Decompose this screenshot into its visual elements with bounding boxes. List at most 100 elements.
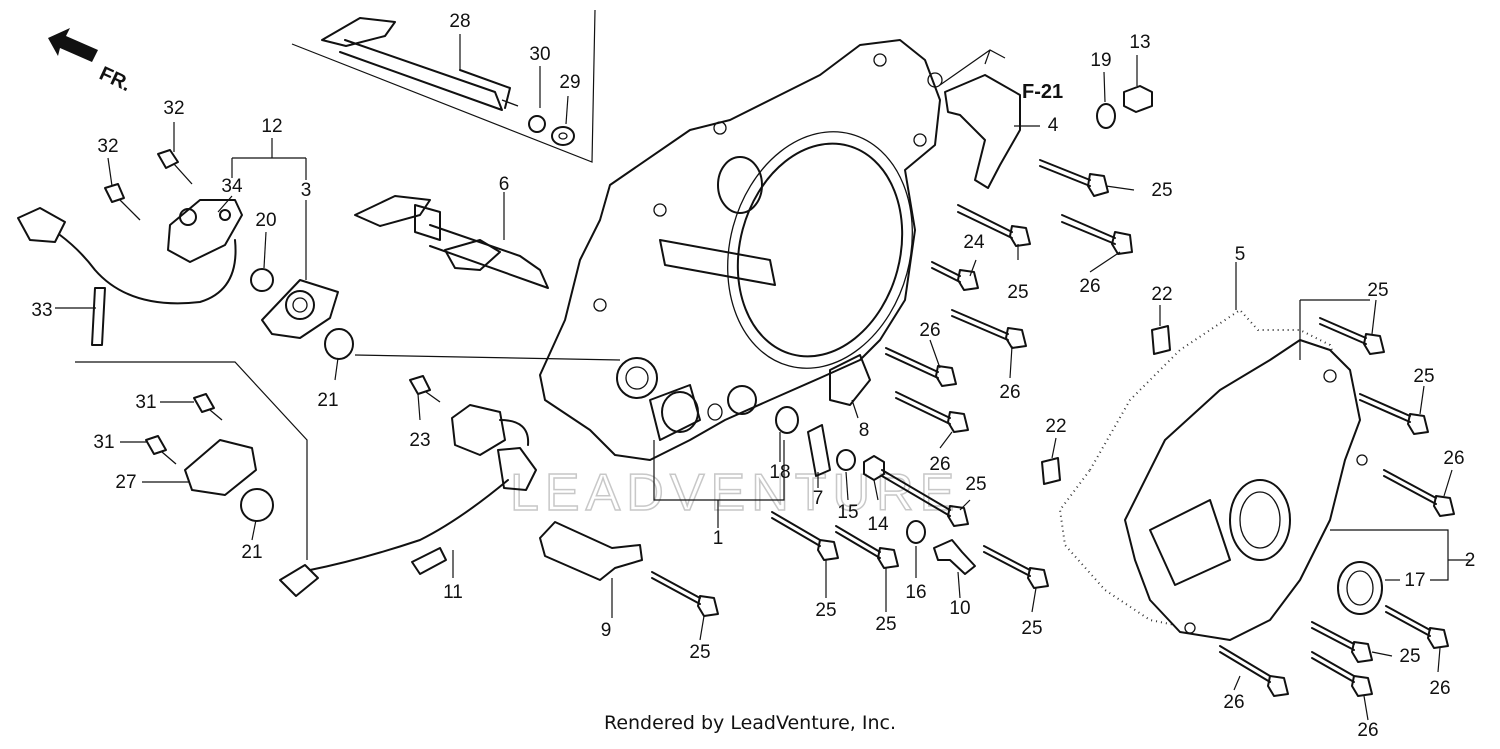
clip-7 — [807, 424, 831, 477]
callout-30: 30 — [529, 44, 550, 65]
sensor-holder — [261, 279, 339, 339]
dowel-9 — [539, 521, 643, 581]
screw-32a — [157, 149, 193, 185]
callout-26-d: 26 — [929, 454, 950, 475]
callout-19: 19 — [1090, 50, 1111, 71]
callout-26-a: 26 — [1079, 276, 1100, 297]
callout-20: 20 — [255, 210, 276, 231]
front-direction-marker: FR. — [48, 28, 134, 96]
callout-26-h: 26 — [1357, 720, 1378, 741]
callout-24: 24 — [963, 232, 985, 253]
callout-27: 27 — [115, 472, 136, 493]
watermark: LEADVENTURE — [510, 464, 960, 522]
callout-18: 18 — [769, 462, 790, 483]
gearshift-spindle — [354, 195, 549, 289]
clamp-8 — [829, 354, 871, 406]
reference-label: F-21 — [1022, 81, 1063, 103]
callout-25-d: 25 — [965, 474, 986, 495]
leader-lines — [55, 34, 1470, 721]
callout-13: 13 — [1129, 32, 1150, 53]
callout-1: 1 — [713, 528, 724, 549]
callout-3: 3 — [301, 180, 312, 201]
circlip-30 — [528, 115, 546, 133]
bolt-23 — [409, 375, 441, 403]
callout-26-g: 26 — [1223, 692, 1244, 713]
callout-7: 7 — [813, 488, 824, 509]
callout-17: 17 — [1404, 570, 1425, 591]
bolt-31a — [193, 393, 223, 421]
callout-22-upper: 22 — [1151, 284, 1172, 305]
washer-29 — [551, 126, 575, 146]
callout-25-i: 25 — [1413, 366, 1434, 387]
callout-25-g: 25 — [1021, 618, 1042, 639]
bolt-31b — [145, 435, 177, 465]
callout-21-lower: 21 — [241, 542, 262, 563]
o-ring-19 — [1096, 103, 1116, 129]
callout-2: 2 — [1465, 550, 1476, 571]
cover-plate-27 — [184, 439, 257, 496]
o-ring-20 — [250, 268, 274, 292]
callout-4: 4 — [1048, 115, 1059, 136]
callout-34: 34 — [221, 176, 243, 197]
callout-25-b: 25 — [1007, 282, 1028, 303]
callout-11: 11 — [443, 582, 463, 603]
flange-bolts — [651, 159, 1455, 697]
callout-29: 29 — [559, 72, 580, 93]
sensor-assembly — [17, 199, 243, 305]
dowel-22b — [1041, 457, 1061, 485]
oil-seal-17 — [1337, 561, 1383, 615]
washer-16 — [906, 520, 926, 544]
callout-12: 12 — [261, 116, 282, 137]
arrow-icon — [48, 28, 98, 62]
callout-6: 6 — [499, 174, 510, 195]
callout-33: 33 — [31, 300, 52, 321]
switch-harness — [279, 404, 537, 597]
callout-32-top: 32 — [163, 98, 184, 119]
callout-26-c: 26 — [919, 320, 940, 341]
callout-26-b: 26 — [999, 382, 1020, 403]
callout-16: 16 — [905, 582, 926, 603]
inset-boundary-top — [291, 9, 596, 163]
nut-14 — [863, 455, 885, 481]
callout-25-f: 25 — [875, 614, 896, 635]
washer-18 — [775, 406, 799, 434]
switch-10 — [933, 539, 976, 575]
reference-arrow — [939, 49, 1006, 86]
callout-25-h: 25 — [1367, 280, 1388, 301]
callout-21-upper: 21 — [317, 390, 338, 411]
callout-25-a: 25 — [689, 642, 710, 663]
o-ring-21a — [324, 328, 354, 360]
callouts: 28 30 29 13 19 4 32 32 12 34 3 20 6 33 2… — [31, 11, 1475, 741]
callout-10: 10 — [949, 598, 970, 619]
callout-14: 14 — [867, 514, 889, 535]
callout-5: 5 — [1235, 244, 1246, 265]
callout-31-lower: 31 — [93, 432, 114, 453]
footer-credit: Rendered by LeadVenture, Inc. — [603, 712, 897, 734]
callout-28: 28 — [449, 11, 470, 32]
callout-9: 9 — [601, 620, 612, 641]
inset-boundary-left — [75, 361, 308, 560]
callout-25-j: 25 — [1399, 646, 1420, 667]
shift-spindle — [321, 17, 519, 111]
dowel-22a — [1151, 325, 1171, 355]
callout-26-e: 26 — [1443, 448, 1464, 469]
callout-15: 15 — [837, 502, 858, 523]
callout-22-lower: 22 — [1045, 416, 1066, 437]
o-ring-21b — [240, 488, 274, 522]
bracket-4 — [944, 74, 1021, 189]
crankcase-cover-right — [1124, 339, 1368, 641]
callout-32-left: 32 — [97, 136, 118, 157]
callout-8: 8 — [859, 420, 870, 441]
clip-33 — [91, 287, 106, 346]
screw-32b — [104, 183, 141, 221]
callout-23: 23 — [409, 430, 430, 451]
fr-label: FR. — [96, 63, 134, 97]
callout-31-upper: 31 — [135, 392, 156, 413]
crankcase-cover-left — [539, 39, 943, 461]
washer-15 — [836, 449, 856, 471]
callout-25-c: 25 — [1151, 180, 1172, 201]
callout-25-e: 25 — [815, 600, 836, 621]
plug-13 — [1123, 85, 1153, 113]
callout-26-f: 26 — [1429, 678, 1450, 699]
